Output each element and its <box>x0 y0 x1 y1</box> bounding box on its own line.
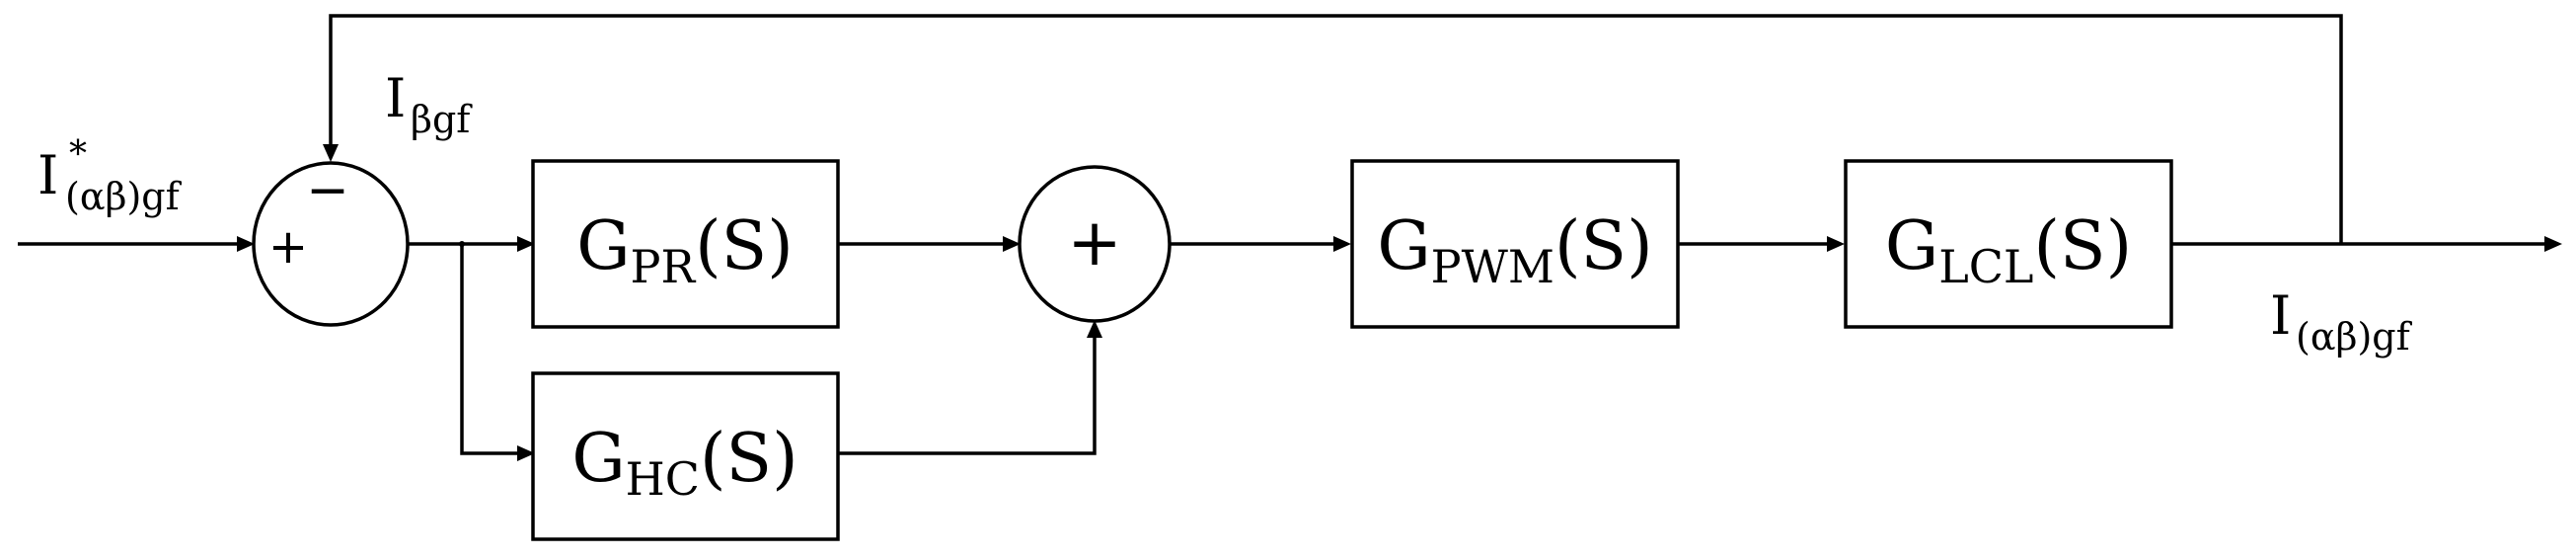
output-main: I <box>2270 284 2291 347</box>
feedback-sub: βgf <box>411 98 473 141</box>
hc-branch-line <box>460 244 521 455</box>
block-pr-label: GPR(S) <box>576 207 794 293</box>
output-sub: (αβ)gf <box>2296 315 2413 359</box>
reference-sub: (αβ)gf <box>65 175 183 218</box>
adder-left-arrowhead <box>1003 236 1021 252</box>
reference-main: I <box>38 144 58 206</box>
block-pwm: GPWM(S) <box>1350 159 1680 329</box>
lcl-input-arrowhead <box>1827 236 1845 252</box>
block-pr: GPR(S) <box>531 159 840 329</box>
reference-sup: * <box>69 134 87 175</box>
feedback-line <box>329 14 2343 244</box>
error-summing-junction: + − <box>252 161 410 327</box>
block-hc-label: GHC(S) <box>571 420 797 506</box>
hc-output-line <box>838 336 1097 455</box>
reference-signal-label: I * (αβ)gf <box>38 134 183 218</box>
plus-sign: + <box>268 219 308 275</box>
branch-point <box>459 241 465 247</box>
block-pwm-label: GPWM(S) <box>1377 207 1652 293</box>
pr-input-arrowhead <box>517 236 535 252</box>
output-signal-label: I (αβ)gf <box>2270 284 2413 359</box>
hc-input-arrowhead <box>517 445 535 461</box>
output-arrowhead <box>2544 236 2562 252</box>
input-arrowhead <box>237 236 255 252</box>
adder-plus-sign: + <box>1067 204 1121 280</box>
feedback-arrowhead <box>323 144 339 162</box>
feedback-main: I <box>385 67 406 129</box>
adder-bottom-arrowhead <box>1087 320 1102 338</box>
minus-sign: − <box>306 161 349 220</box>
block-lcl: GLCL(S) <box>1844 159 2173 329</box>
feedback-signal-label: I βgf <box>385 67 473 141</box>
adder-summing-junction: + <box>1018 165 1172 323</box>
pwm-input-arrowhead <box>1333 236 1351 252</box>
block-lcl-label: GLCL(S) <box>1885 207 2132 293</box>
block-hc: GHC(S) <box>531 371 840 541</box>
